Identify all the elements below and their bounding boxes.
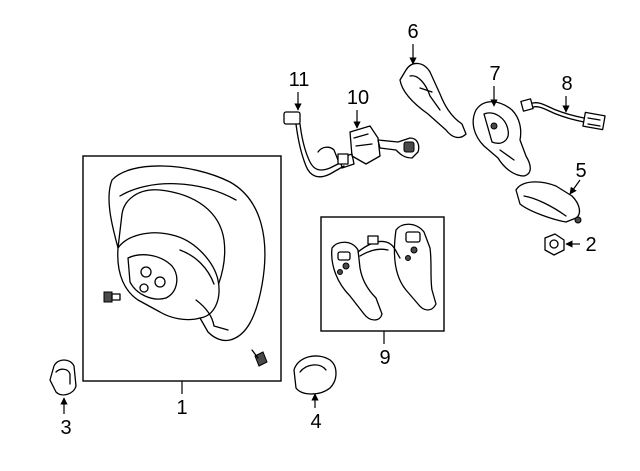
callout-6: 6 bbox=[407, 21, 418, 43]
hub-screw bbox=[103, 291, 121, 303]
part-3-cover bbox=[49, 359, 77, 396]
wheel-screw bbox=[251, 349, 268, 367]
part-5-switch bbox=[515, 181, 582, 224]
callout-7: 7 bbox=[489, 63, 500, 85]
callout-2: 2 bbox=[585, 234, 596, 256]
part-6-cover bbox=[399, 62, 467, 139]
callout-3: 3 bbox=[60, 417, 71, 439]
part-10-lever-switch bbox=[339, 125, 420, 169]
hub-button bbox=[139, 283, 149, 293]
rim-contour bbox=[119, 183, 237, 201]
callout-labels: 1 2 3 4 5 6 7 8 9 10 11 bbox=[60, 21, 596, 439]
callout-8: 8 bbox=[561, 73, 572, 95]
steering-wheel-rim bbox=[108, 165, 266, 342]
hub-contour bbox=[179, 249, 215, 285]
part-8-harness bbox=[520, 98, 606, 131]
hub-button bbox=[140, 266, 152, 278]
part-2-nut bbox=[544, 233, 565, 256]
callout-5: 5 bbox=[575, 160, 586, 182]
callout-9: 9 bbox=[379, 347, 390, 369]
part-9-group bbox=[320, 216, 445, 332]
callout-4: 4 bbox=[310, 411, 321, 433]
hub-button bbox=[154, 276, 166, 288]
part-7-switch bbox=[472, 101, 531, 177]
hub-button-cluster bbox=[127, 254, 178, 300]
spoke-contour bbox=[195, 299, 229, 331]
leader-lines bbox=[60, 44, 581, 414]
part-9-frame bbox=[320, 216, 445, 332]
callout-11: 11 bbox=[289, 69, 310, 91]
part-4-pad bbox=[293, 355, 337, 395]
callout-1: 1 bbox=[176, 397, 187, 419]
part-11-cable bbox=[283, 111, 349, 178]
steering-wheel-group bbox=[82, 155, 282, 382]
callout-10: 10 bbox=[347, 87, 369, 109]
callout-5-leader bbox=[569, 179, 581, 195]
